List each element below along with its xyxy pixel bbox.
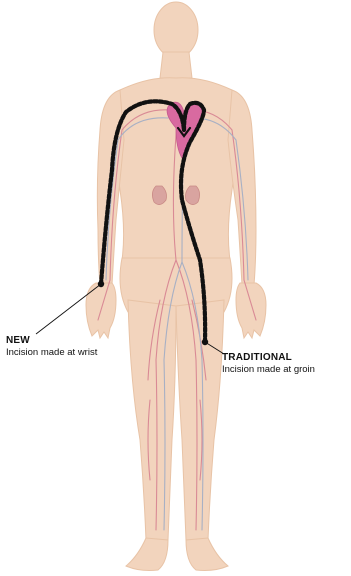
annotation-traditional: TRADITIONAL Incision made at groin xyxy=(222,352,315,376)
annotation-traditional-description: Incision made at groin xyxy=(222,364,315,376)
annotation-traditional-title: TRADITIONAL xyxy=(222,352,315,364)
annotation-new: NEW Incision made at wrist xyxy=(6,335,97,359)
annotation-new-description: Incision made at wrist xyxy=(6,347,97,359)
annotation-new-title: NEW xyxy=(6,335,97,347)
human-body-illustration xyxy=(86,2,266,571)
